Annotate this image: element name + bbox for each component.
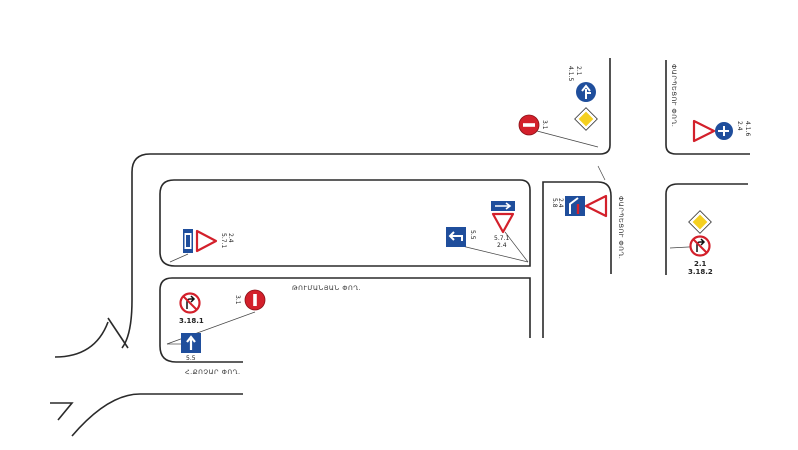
sign-code-label: 3.1 bbox=[541, 120, 548, 130]
sign-one-way-plate-block1-left bbox=[183, 229, 193, 253]
street-name-vertical-right: ՓԱՐՊԵՑՈՒ ՓՈՂ. bbox=[670, 64, 678, 127]
sign-code-label: 5.5 bbox=[469, 230, 476, 240]
sign-no-right-turn-right bbox=[689, 235, 711, 257]
sign-straight-right-top bbox=[576, 82, 596, 102]
sign-code-label: 4.1.6 bbox=[744, 121, 751, 136]
sign-codes-block1-left: 5.7.1 2.4 bbox=[220, 233, 234, 248]
sign-code-label: 5.8 bbox=[551, 198, 558, 208]
street-name-center: ԹՈՒՄԱՆՅԱՆ ՓՈՂ. bbox=[292, 284, 361, 292]
block-2-outline bbox=[159, 277, 531, 363]
sign-no-entry-block2 bbox=[244, 289, 266, 311]
sign-no-entry-top: 3.1 bbox=[518, 114, 548, 136]
street-name-vertical-mid: ՓԱՐՊԵՑՈՒ ՓՈՂ. bbox=[617, 196, 625, 259]
sign-no-right-turn-block2 bbox=[179, 292, 201, 314]
yield-sign-icon bbox=[692, 119, 716, 143]
sign-code-label: 2.4 bbox=[736, 121, 743, 131]
yield-sign-icon bbox=[584, 194, 608, 218]
right-lower-corner bbox=[665, 183, 748, 275]
sign-code-label: 5.5 bbox=[186, 355, 196, 362]
road-edge-left-corner bbox=[54, 321, 109, 358]
sign-code-label: 2.4 bbox=[557, 198, 564, 208]
leader-lines bbox=[166, 130, 708, 345]
yield-sign-icon bbox=[195, 229, 218, 253]
sign-code-label: 3.18.2 bbox=[688, 268, 713, 276]
sign-code-label: 5.7.1 bbox=[220, 233, 227, 248]
sign-code-label: 3.1 bbox=[234, 295, 241, 305]
right-upper-corner bbox=[665, 60, 750, 155]
road-edge-left-inner bbox=[107, 317, 129, 349]
sign-codes-top: 2.1 4.1.5 bbox=[567, 66, 582, 81]
sign-code-label: 2.4 bbox=[497, 242, 507, 249]
sign-yield-middle bbox=[584, 194, 608, 218]
sign-codes-middle: 5.8 2.4 bbox=[551, 198, 564, 208]
sign-yield-block1-left bbox=[195, 229, 218, 253]
sign-code-label: 2.1 bbox=[575, 66, 582, 76]
sign-yield-block1-right bbox=[491, 212, 515, 234]
sign-code-label: 3.18.1 bbox=[179, 317, 204, 325]
sign-priority-top bbox=[574, 107, 598, 131]
sign-one-way-plate-block1-right bbox=[491, 201, 515, 211]
block-1-outline bbox=[159, 179, 531, 267]
bottom-road-edge bbox=[71, 393, 243, 437]
bottom-road-left-stub bbox=[50, 402, 74, 421]
block-3-outline bbox=[542, 181, 612, 338]
sign-code-label: 2.4 bbox=[227, 233, 234, 243]
sign-lane-merge bbox=[565, 196, 585, 216]
sign-code-label: 4.1.5 bbox=[567, 66, 574, 81]
sign-straight-left-right bbox=[715, 122, 733, 140]
sign-yield-right-upper bbox=[692, 119, 716, 143]
road-edge-left-outer bbox=[121, 58, 611, 349]
sign-priority-right-lower bbox=[688, 210, 712, 234]
yield-sign-icon bbox=[491, 212, 515, 234]
street-name-bottom: Հ.ՔՈՉԱՐ ՓՈՂ. bbox=[185, 368, 241, 376]
sign-code-label: 5.7.1 bbox=[494, 235, 509, 242]
sign-code-label: 2.1 bbox=[694, 260, 707, 268]
road-lines bbox=[50, 58, 750, 437]
sign-codes-right-upper: 2.4 4.1.6 bbox=[736, 121, 751, 136]
sign-exit-left bbox=[446, 227, 466, 247]
sign-one-way-road-block2 bbox=[181, 333, 201, 353]
